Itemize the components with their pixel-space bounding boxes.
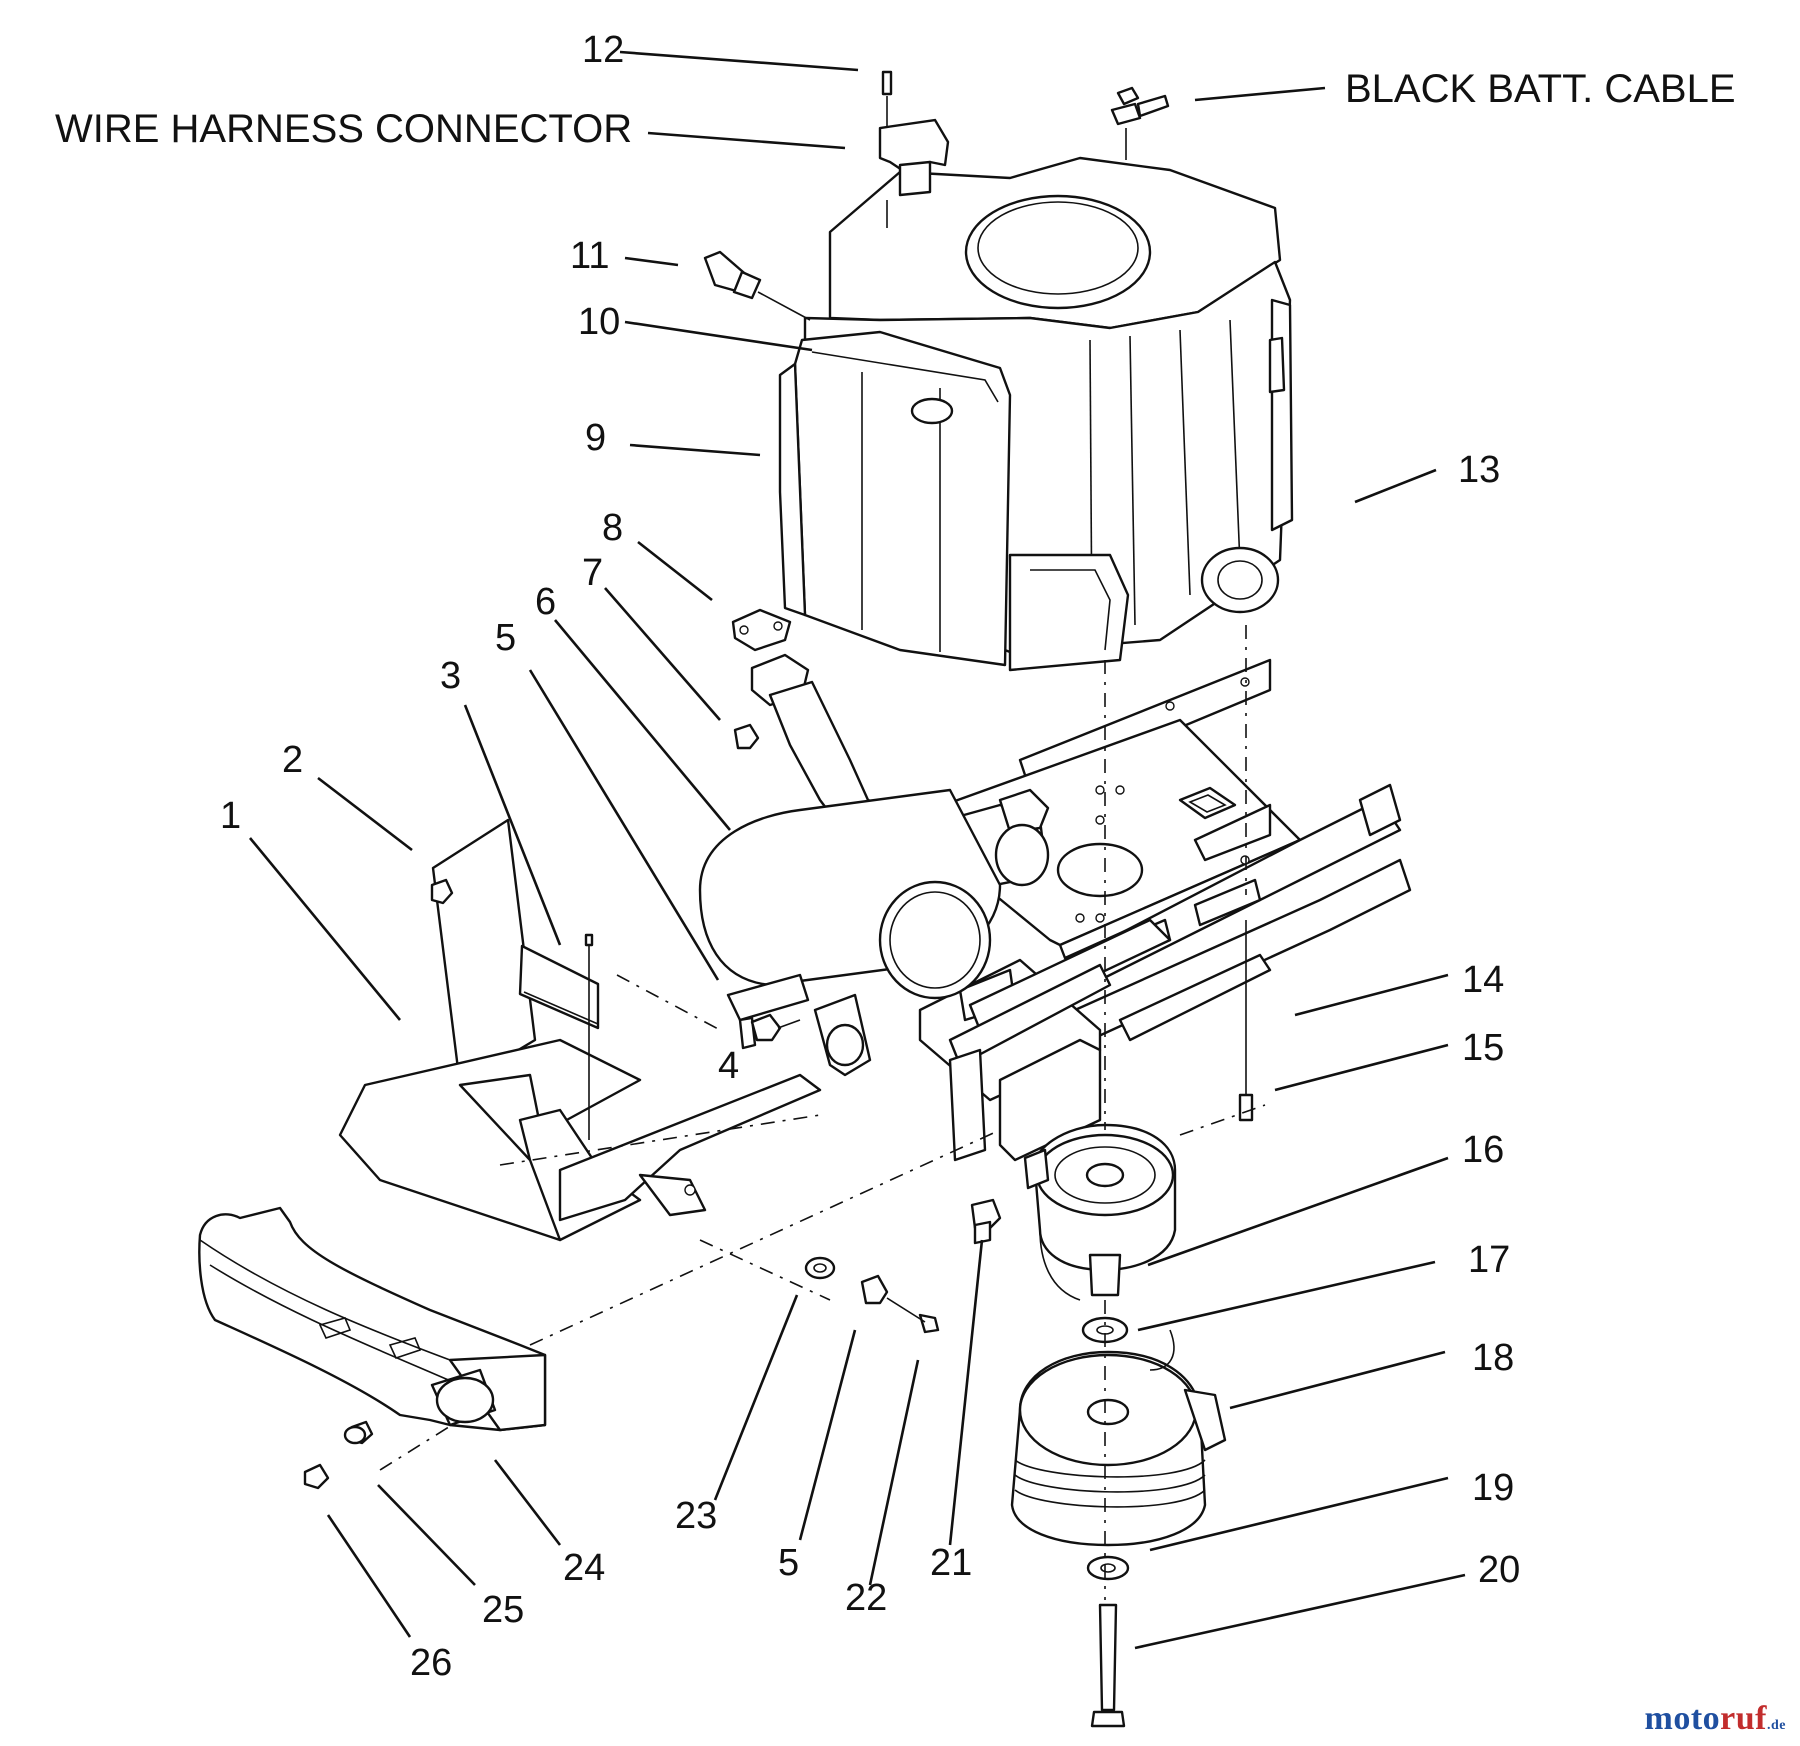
callout-25: 25: [482, 1589, 524, 1631]
callout-15: 15: [1462, 1027, 1504, 1069]
watermark-part-c: .de: [1767, 1718, 1786, 1733]
watermark-part-b: ruf: [1720, 1700, 1767, 1737]
electric-clutch: [1010, 920, 1254, 1728]
black-batt-cable-label: BLACK BATT. CABLE: [1345, 67, 1736, 111]
callout-2: 2: [282, 739, 303, 781]
callout-19: 19: [1472, 1467, 1514, 1509]
battery-cable-terminal: [1110, 86, 1170, 160]
engine-mount-frame: [918, 658, 1412, 1162]
callout-13: 13: [1458, 449, 1500, 491]
rear-bumper: [198, 1206, 547, 1432]
callout-4: 4: [718, 1045, 739, 1087]
callout-18: 18: [1472, 1337, 1514, 1379]
exhaust-and-muffler: [698, 608, 1050, 1077]
callout-11: 11: [570, 235, 609, 277]
hardware-parts: [303, 1198, 1002, 1490]
callout-12: 12: [582, 29, 624, 71]
callout-14: 14: [1462, 959, 1504, 1001]
leader-lines: [248, 50, 1466, 1650]
wire-harness-connector-part: [878, 70, 950, 228]
callout-1: 1: [220, 795, 241, 837]
wire-harness-connector-label: WIRE HARNESS CONNECTOR: [55, 107, 632, 151]
callout-3: 3: [440, 655, 461, 697]
callout-24: 24: [563, 1547, 605, 1589]
callout-5: 5: [495, 617, 516, 659]
callout-16: 16: [1462, 1129, 1504, 1171]
callout-9: 9: [585, 417, 606, 459]
callout-6: 6: [535, 581, 556, 623]
callout-numbers: 1 2 3 4 5 6 7 8 9 10 11 12 13 14 15 16 1…: [220, 29, 1520, 1684]
callout-23: 23: [675, 1495, 717, 1537]
callout-8: 8: [602, 507, 623, 549]
callout-21: 21: [930, 1542, 972, 1584]
centerlines: [379, 625, 1266, 1600]
site-watermark: motoruf.de: [1645, 1700, 1786, 1738]
callout-10: 10: [578, 301, 620, 343]
callout-7: 7: [582, 552, 603, 594]
callout-17: 17: [1468, 1239, 1510, 1281]
heat-shield: [338, 818, 822, 1242]
callout-26: 26: [410, 1642, 452, 1684]
engine: [778, 156, 1294, 672]
callout-20: 20: [1478, 1549, 1520, 1591]
oil-pressure-switch: [703, 250, 811, 321]
watermark-part-a: moto: [1644, 1700, 1721, 1737]
callout-5b: 5: [778, 1542, 799, 1584]
callout-22: 22: [845, 1577, 887, 1619]
